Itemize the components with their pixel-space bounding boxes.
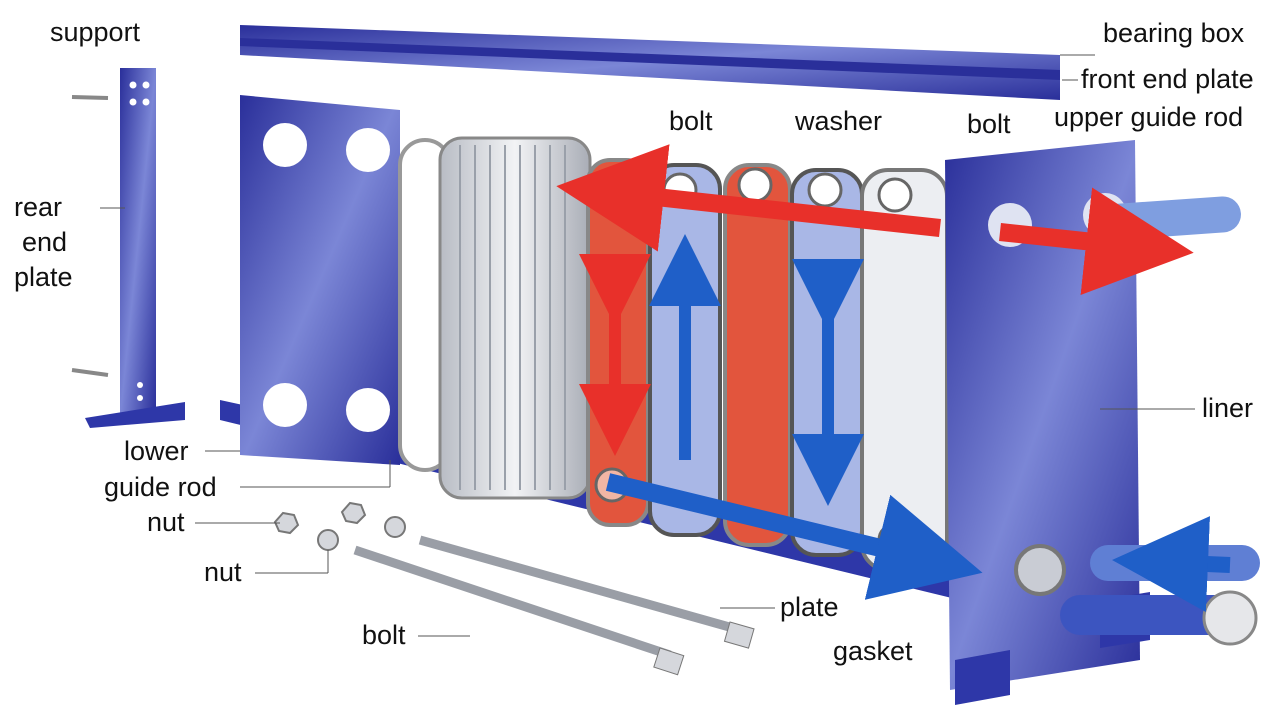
label-lower-guide-rod-1: lower: [124, 436, 189, 466]
label-rear-end-plate-1: rear: [14, 192, 63, 222]
label-rear-end-plate-2: end: [22, 227, 68, 257]
nuts: [273, 501, 406, 551]
label-support: support: [50, 17, 141, 47]
label-gasket: gasket: [833, 636, 913, 666]
label-bolt-top-right: bolt: [967, 109, 1011, 139]
rear-end-plate: [240, 95, 400, 465]
label-washer: washer: [795, 106, 883, 136]
tie-bolts: [353, 535, 755, 676]
upper-guide-rod-rail: [240, 25, 1060, 100]
label-plate: plate: [780, 592, 839, 622]
leader-lines: [100, 54, 1195, 637]
label-upper-guide-rod: upper guide rod: [1054, 102, 1244, 132]
label-bearing-box: bearing box: [1103, 18, 1245, 48]
label-front-end-plate: front end plate: [1081, 64, 1254, 94]
label-bolt-bottom: bolt: [362, 620, 406, 650]
label-nut-1: nut: [147, 507, 185, 537]
label-nut-2: nut: [204, 557, 242, 587]
support-column: [71, 68, 185, 428]
label-liner: liner: [1202, 393, 1254, 423]
label-rear-end-plate-3: plate: [14, 262, 73, 292]
label-lower-guide-rod-2: guide rod: [104, 472, 217, 502]
label-bolt-top-left: bolt: [669, 106, 713, 136]
flow-arrows: [556, 144, 1231, 613]
